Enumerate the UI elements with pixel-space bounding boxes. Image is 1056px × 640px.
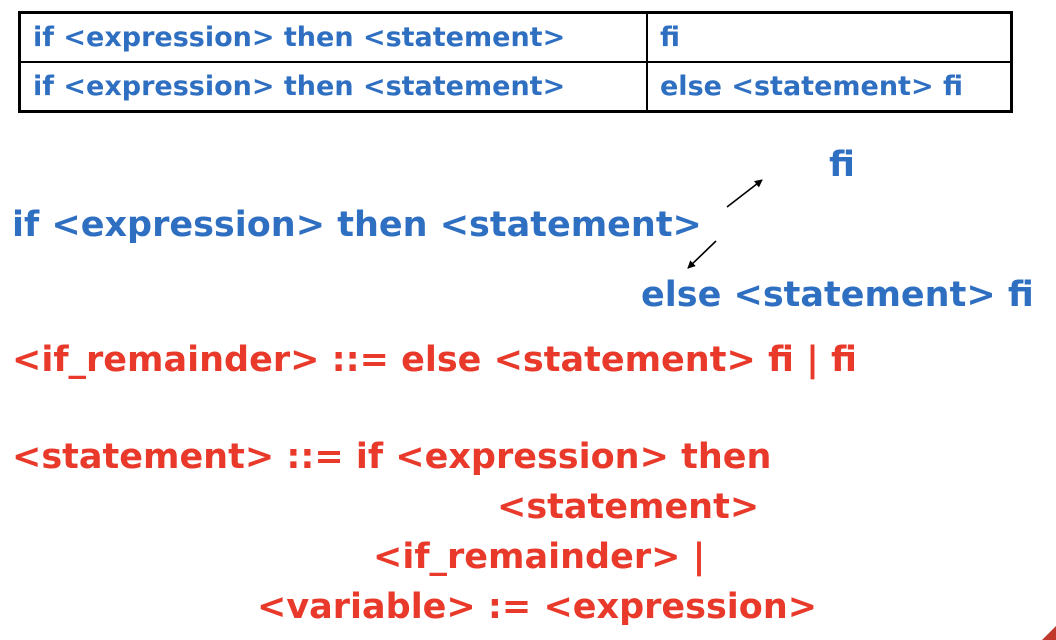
- table-row: if <expression> then <statement> else <s…: [18, 61, 1013, 113]
- grammar-table: if <expression> then <statement> fi if <…: [18, 11, 1013, 113]
- statement-rule-line-3: <if_remainder> |: [373, 537, 706, 577]
- statement-rule-line-4: <variable> := <expression>: [257, 587, 818, 627]
- branch-else-text: else <statement> fi: [641, 275, 1034, 315]
- table-cell-left: if <expression> then <statement>: [18, 61, 648, 113]
- table-row: if <expression> then <statement> fi: [18, 11, 1013, 63]
- table-cell-right: fi: [646, 11, 1013, 63]
- slide-corner-decoration: [1042, 626, 1056, 640]
- if-statement-prefix: if <expression> then <statement>: [12, 205, 702, 245]
- statement-rule-line-1: <statement> ::= if <expression> then: [12, 437, 772, 477]
- statement-rule-line-2: <statement>: [497, 487, 760, 527]
- table-cell-left: if <expression> then <statement>: [18, 11, 648, 63]
- if-remainder-rule: <if_remainder> ::= else <statement> fi |…: [12, 340, 857, 380]
- branch-fi-text: fi: [829, 145, 855, 185]
- arrow-up-to-fi: [726, 179, 763, 208]
- table-cell-right: else <statement> fi: [646, 61, 1013, 113]
- arrow-down-to-else: [687, 240, 717, 269]
